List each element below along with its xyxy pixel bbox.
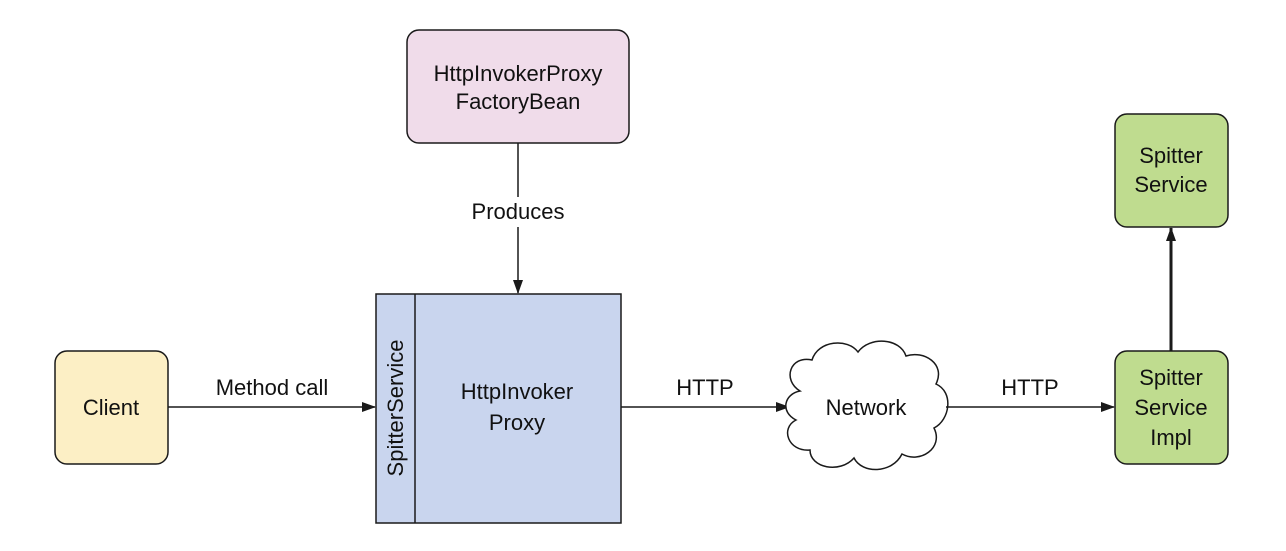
service-label-line-1: Spitter <box>1139 143 1203 168</box>
produces-label: Produces <box>472 199 565 224</box>
network-label: Network <box>826 395 908 420</box>
proxy-interface-label: SpitterService <box>383 340 408 477</box>
proxy-label-line-1: HttpInvoker <box>461 379 574 404</box>
service-impl-label-line-1: Spitter <box>1139 365 1203 390</box>
http-to-network-label: HTTP <box>676 375 733 400</box>
factory-bean-label-line-1: HttpInvokerProxy <box>434 61 603 86</box>
factory-bean-box <box>406 29 630 144</box>
service-box <box>1114 113 1229 228</box>
http-to-impl-label: HTTP <box>1001 375 1058 400</box>
service-node: Spitter Service <box>1114 113 1229 228</box>
method-call-label: Method call <box>216 375 329 400</box>
client-node: Client <box>54 350 169 465</box>
proxy-node: SpitterService HttpInvoker Proxy <box>375 293 622 524</box>
proxy-box <box>375 293 622 524</box>
service-label-line-2: Service <box>1134 172 1207 197</box>
factory-bean-label-line-2: FactoryBean <box>456 89 581 114</box>
factory-bean-node: HttpInvokerProxy FactoryBean <box>406 29 630 144</box>
network-node: Network <box>785 340 949 471</box>
service-impl-label-line-2: Service <box>1134 395 1207 420</box>
service-impl-node: Spitter Service Impl <box>1114 350 1229 465</box>
service-impl-label-line-3: Impl <box>1150 425 1192 450</box>
produces-label-backdrop <box>455 197 581 227</box>
proxy-label-line-2: Proxy <box>489 410 545 435</box>
client-label: Client <box>83 395 139 420</box>
network-cloud-icon <box>785 340 949 471</box>
